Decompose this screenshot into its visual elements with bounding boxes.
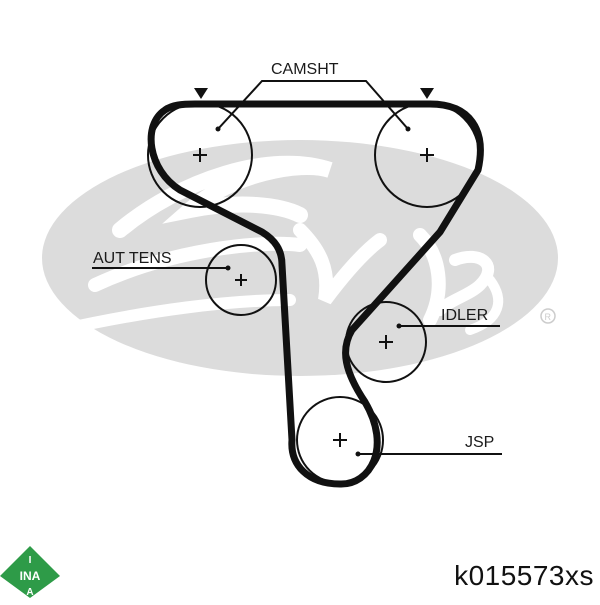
timing-mark-right-icon: [420, 88, 434, 99]
crankshaft-label: JSP: [465, 434, 494, 451]
camshaft-label: CAMSHT: [271, 61, 339, 78]
timing-mark-left-icon: [194, 88, 208, 99]
idler-label: IDLER: [441, 307, 488, 324]
ina-logo: I INA A: [0, 546, 60, 598]
timing-belt: [147, 100, 484, 488]
svg-text:I: I: [29, 555, 32, 566]
camshaft-leader: [217, 80, 409, 130]
registered-mark: R: [545, 312, 552, 322]
svg-text:A: A: [26, 587, 33, 598]
svg-text:INA: INA: [20, 569, 41, 583]
part-number: k015573xs: [454, 560, 594, 591]
auto-tensioner-pulley: [205, 244, 277, 316]
tensioner-label: AUT TENS: [93, 250, 172, 267]
pulley-center-marks: [193, 148, 434, 447]
